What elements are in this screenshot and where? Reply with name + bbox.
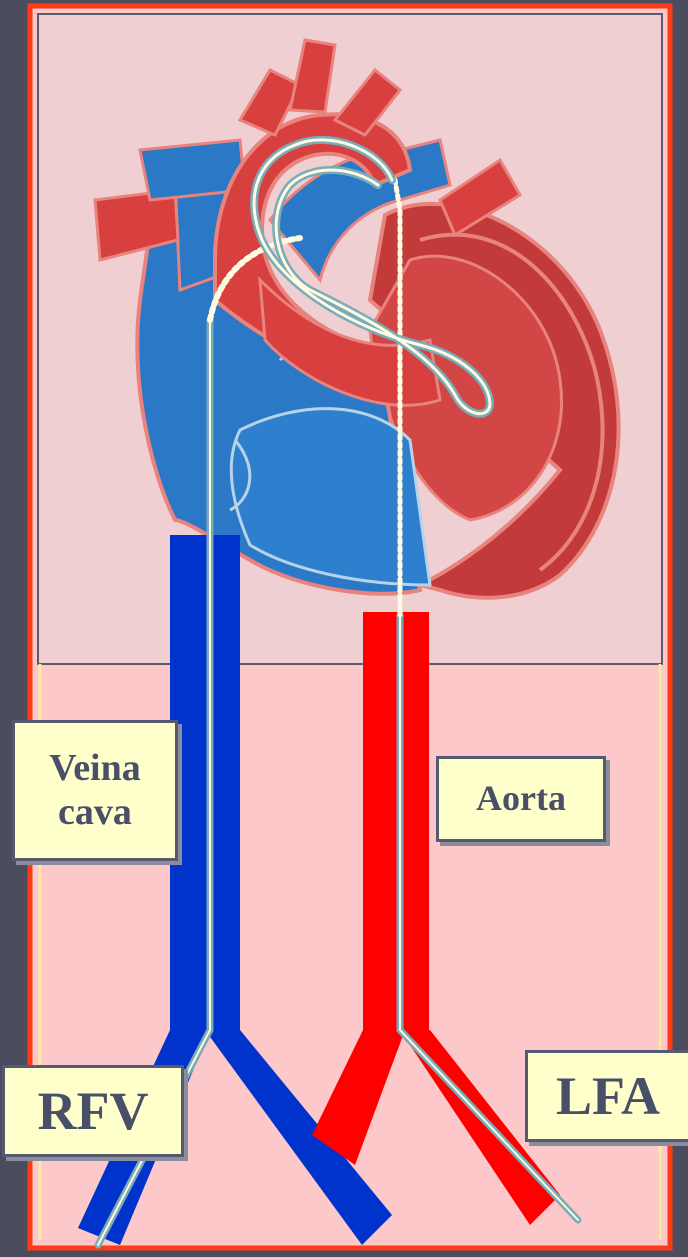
lfa-label: LFA [525, 1050, 688, 1142]
vena-cava-label: Veina cava [12, 720, 178, 861]
vena-cava-label-line2: cava [49, 791, 141, 835]
rfv-label: RFV [2, 1065, 184, 1157]
inferior-vena-cava [170, 535, 240, 1030]
vena-cava-label-line1: Veina [49, 747, 141, 791]
lfa-label-text: LFA [556, 1065, 660, 1127]
aorta-label-text: Aorta [476, 778, 566, 819]
rfv-label-text: RFV [38, 1080, 149, 1142]
aorta-label: Aorta [436, 756, 606, 842]
abdominal-aorta [363, 612, 429, 1032]
